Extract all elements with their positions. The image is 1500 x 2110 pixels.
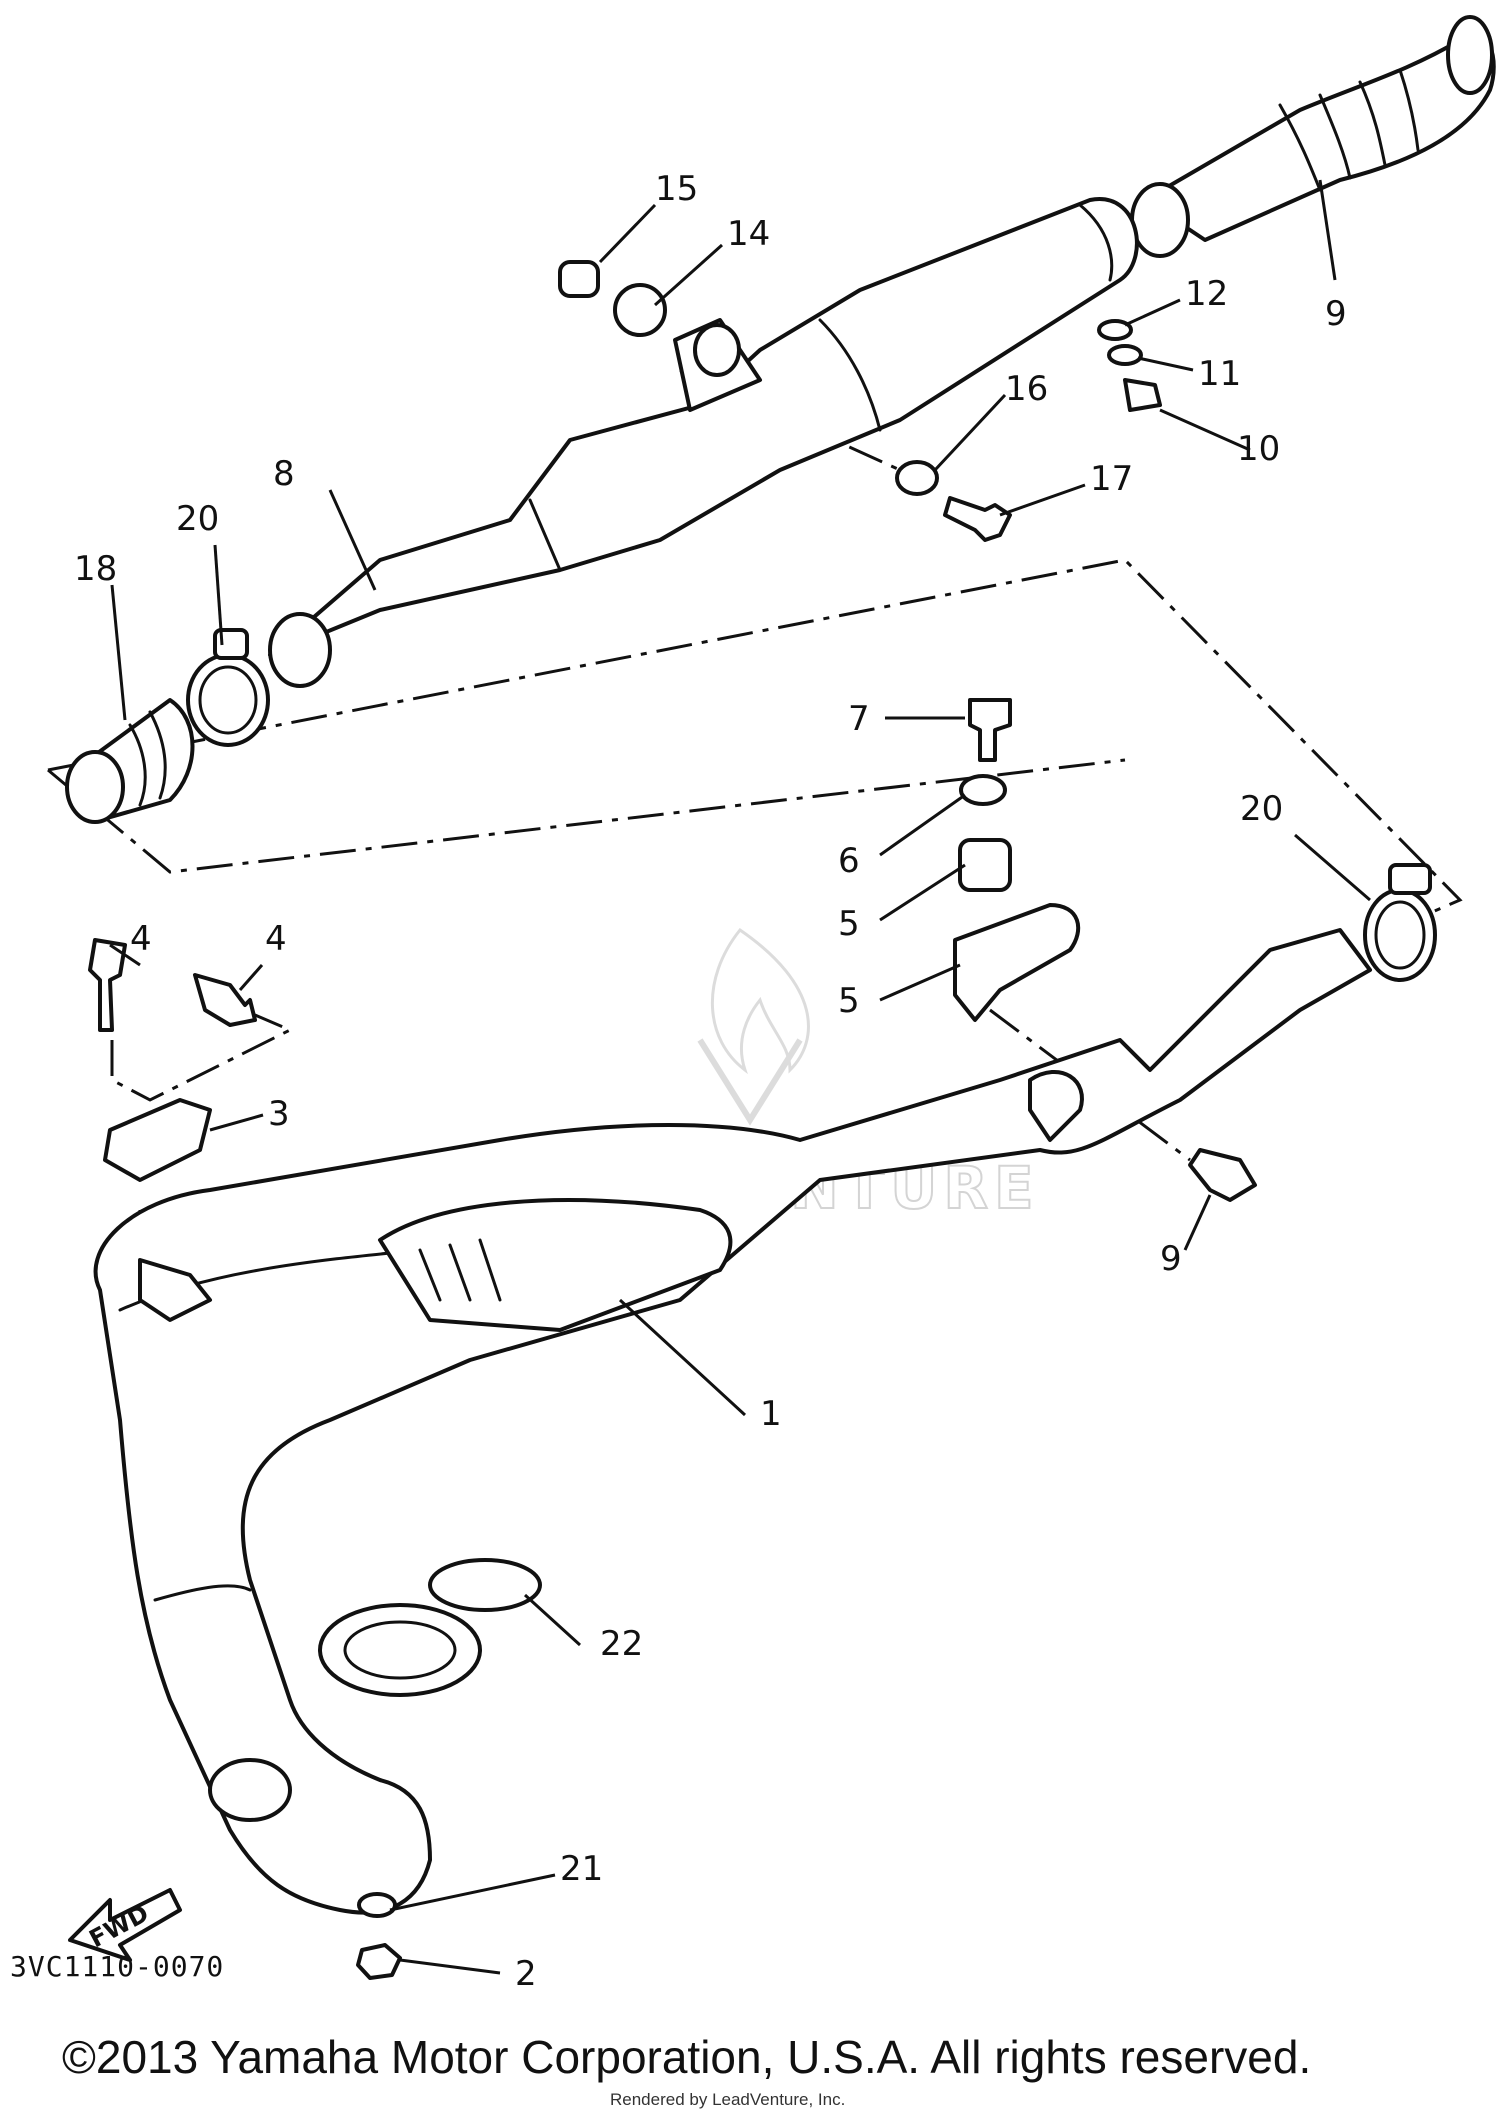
rendered-by-credit: Rendered by LeadVenture, Inc. <box>610 2090 846 2109</box>
nut-2-part <box>356 1943 402 1980</box>
callout-19: 18 <box>74 549 117 589</box>
washer-21-part <box>357 1892 397 1918</box>
bolt4-axis-line <box>110 1013 294 1102</box>
bolt-18-part <box>943 496 1012 542</box>
callout-16: 15 <box>655 169 698 209</box>
clamp-lower-part <box>1363 863 1437 982</box>
callouts: 15 14 9 12 11 10 16 17 8 20 18 7 6 5 5 2… <box>74 169 1347 1994</box>
screw-12-part <box>1123 378 1162 412</box>
muffler-part <box>268 197 1139 688</box>
callout-18: 17 <box>1090 459 1133 499</box>
callout-21: 21 <box>560 1849 603 1889</box>
bolt-4b-part <box>193 973 257 1027</box>
collar-7-part <box>959 774 1007 806</box>
bolt-axis-line <box>679 368 901 472</box>
bracket-3-part <box>103 1098 212 1182</box>
callout-1: 1 <box>760 1394 782 1434</box>
callout-8: 7 <box>848 699 870 739</box>
callout-7: 6 <box>838 841 860 881</box>
callout-10: 8 <box>273 454 295 494</box>
callout-5: 5 <box>838 981 860 1021</box>
washer-14-part <box>1097 319 1133 341</box>
clamp-upper-part <box>186 628 270 747</box>
callout-17: 16 <box>1005 369 1048 409</box>
gasket-22-part <box>428 1558 542 1612</box>
leader-lines <box>109 179 1371 1975</box>
bolt-8-part <box>968 698 1012 762</box>
exhaust-pipe-part <box>93 928 1372 1915</box>
collar-part <box>558 260 600 298</box>
callout-9: 9 <box>1160 1239 1182 1279</box>
diagram-code: 3VC1110-0070 <box>10 1950 225 1983</box>
stay-5-part <box>953 903 1081 1022</box>
callout-4-left: 4 <box>130 919 152 959</box>
assembly-outline-upper <box>47 558 1463 915</box>
bolt-9-part <box>1188 1148 1257 1202</box>
callout-20-lower: 20 <box>1240 789 1283 829</box>
callout-15: 14 <box>727 214 770 254</box>
washer-13-part <box>1107 344 1143 366</box>
callout-4-right: 4 <box>265 919 287 959</box>
tail-pipe-part <box>1130 15 1496 258</box>
damper-part <box>613 283 667 337</box>
callout-6: 5 <box>838 904 860 944</box>
joint-pipe-part <box>65 698 195 824</box>
callout-2: 2 <box>515 1954 537 1994</box>
bolt-4a-part <box>88 938 127 1032</box>
callout-14: 12 <box>1185 274 1228 314</box>
washer-17-part <box>895 460 939 496</box>
damper-6-part <box>958 838 1012 892</box>
callout-12: 10 <box>1237 429 1280 469</box>
callout-20-upper: 20 <box>176 499 219 539</box>
callout-13: 11 <box>1198 354 1241 394</box>
callout-3: 3 <box>268 1094 290 1134</box>
callout-22: 22 <box>600 1624 643 1664</box>
copyright-notice: ©2013 Yamaha Motor Corporation, U.S.A. A… <box>62 2031 1312 2083</box>
callout-11: 9 <box>1325 294 1347 334</box>
